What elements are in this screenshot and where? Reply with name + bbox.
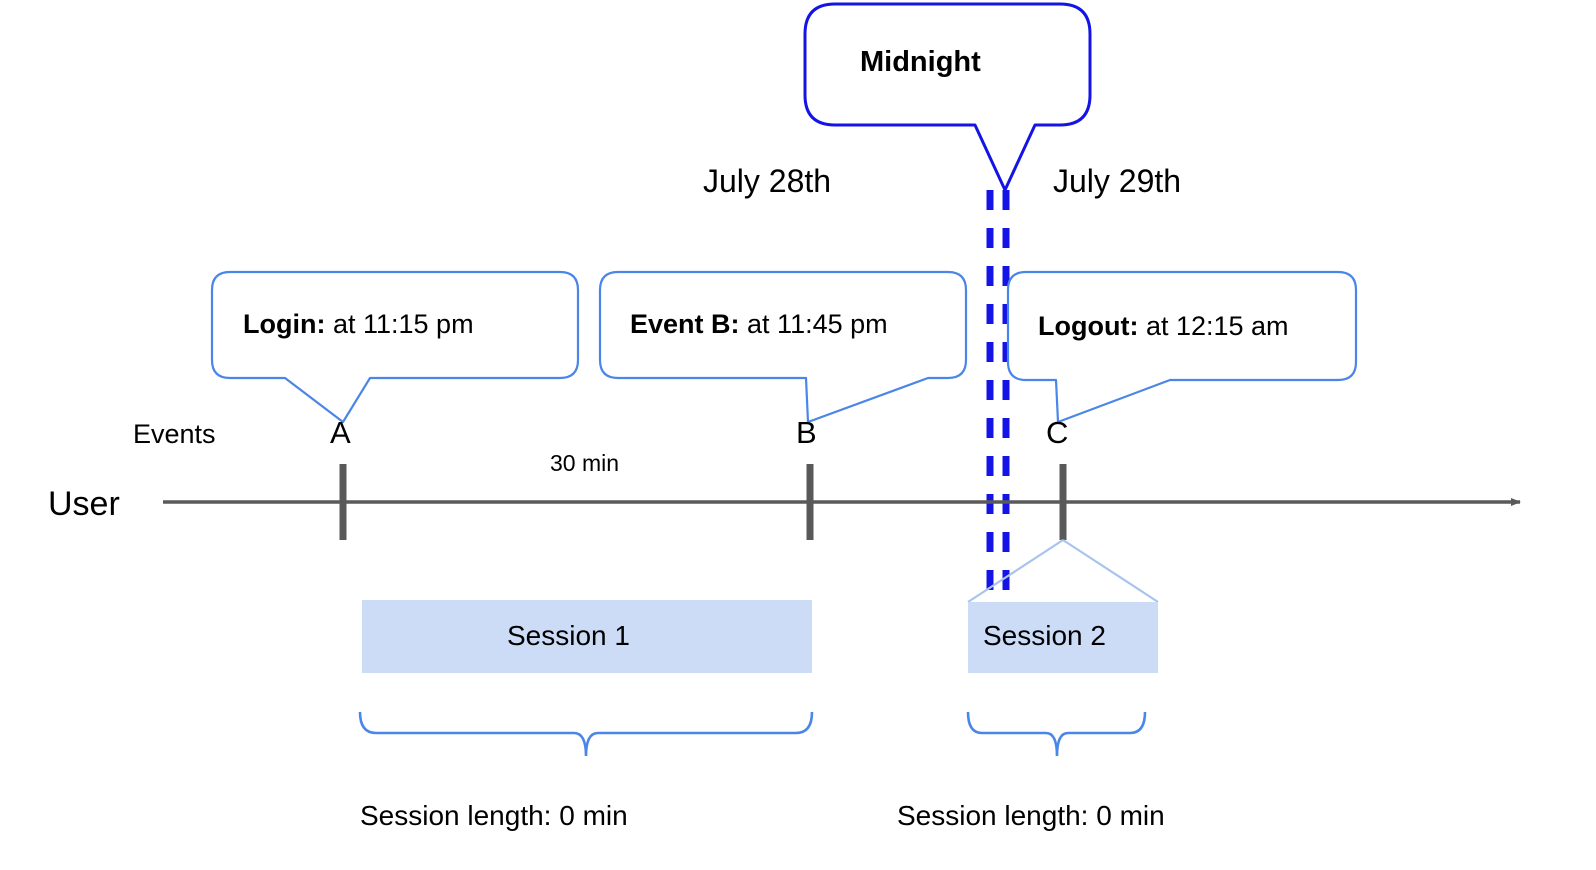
session-1-brace	[358, 711, 814, 757]
session-1-label: Session 1	[507, 620, 630, 651]
event-a-callout-text: Login: at 11:15 pm	[243, 309, 474, 339]
event-b-callout: Event B: at 11:45 pm	[598, 270, 968, 424]
event-c-callout-rest: at 12:15 am	[1138, 311, 1288, 341]
event-b-callout-rest: at 11:45 pm	[740, 309, 888, 339]
event-b-callout-bold: Event B:	[630, 309, 740, 339]
event-b-callout-text: Event B: at 11:45 pm	[630, 309, 888, 339]
session-2-label: Session 2	[983, 620, 1106, 651]
midnight-divider-lines	[986, 190, 1010, 592]
event-point-b: B	[796, 415, 817, 450]
event-c-callout-bubble	[1006, 270, 1358, 424]
session-1-length-label: Session length: 0 min	[360, 800, 628, 831]
midnight-callout-label: Midnight	[860, 46, 981, 78]
event-c-callout: Logout: at 12:15 am	[1006, 270, 1358, 424]
session-2-connector	[967, 539, 1159, 603]
session-2-connector-right	[1062, 539, 1159, 603]
date-label-july-28: July 28th	[703, 163, 831, 199]
event-a-callout: Login: at 11:15 pm	[210, 270, 580, 424]
session-1-bar	[362, 600, 812, 673]
session-2-brace	[966, 711, 1147, 757]
row-label-user: User	[48, 485, 120, 523]
session-2-length-label: Session length: 0 min	[897, 800, 1165, 831]
row-label-events: Events	[133, 419, 216, 449]
event-a-callout-rest: at 11:15 pm	[325, 309, 473, 339]
event-point-c: C	[1046, 415, 1068, 450]
event-c-callout-text: Logout: at 12:15 am	[1038, 311, 1289, 341]
interval-label-30-min: 30 min	[550, 450, 619, 476]
event-point-a: A	[330, 415, 351, 450]
event-a-callout-bubble	[210, 270, 580, 424]
event-a-callout-bold: Login:	[243, 309, 325, 339]
event-c-callout-bold: Logout:	[1038, 311, 1138, 341]
date-label-july-29: July 29th	[1053, 163, 1181, 199]
event-b-callout-bubble	[598, 270, 968, 424]
midnight-callout-bubble	[803, 2, 1092, 192]
session-2-bar	[968, 602, 1158, 673]
midnight-callout: Midnight	[803, 2, 1092, 192]
session-2-connector-left	[967, 539, 1064, 603]
